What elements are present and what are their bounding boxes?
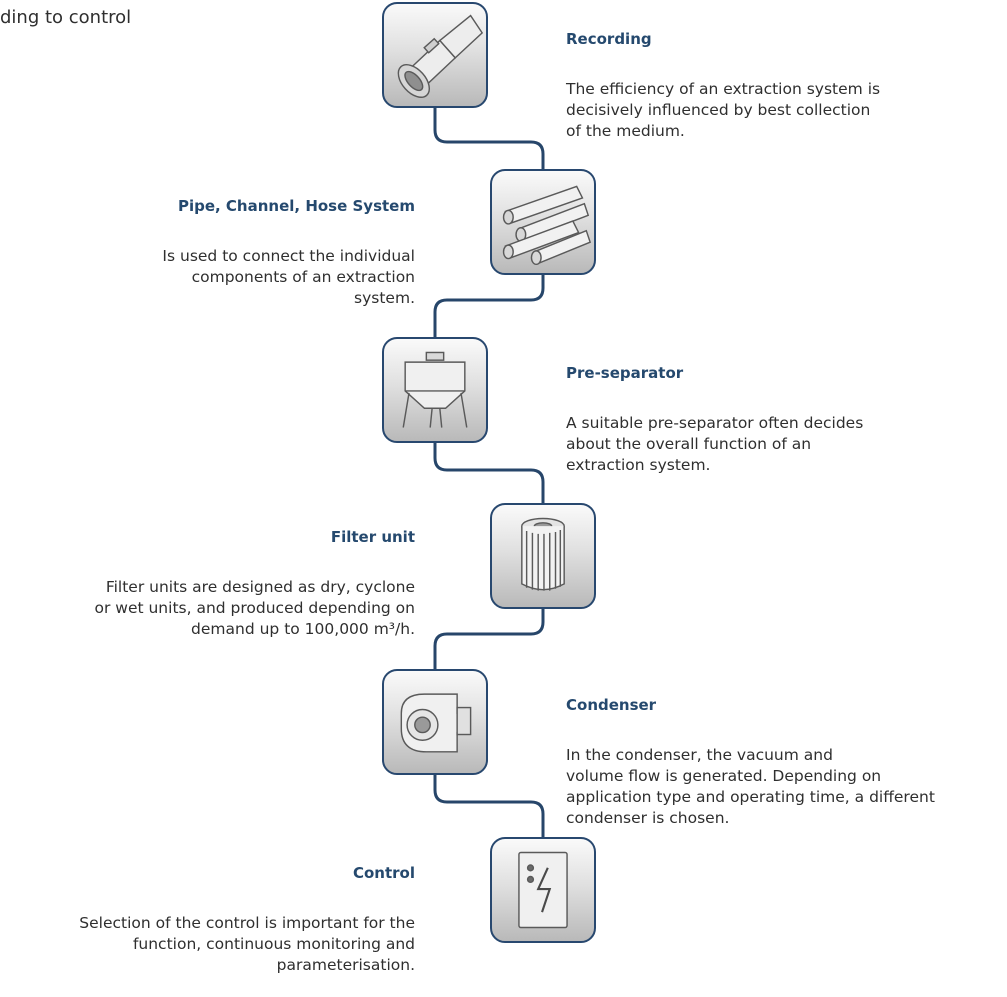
recording-description: Recording The efficiency of an extractio… [566, 8, 986, 163]
pipe-system-text: Is used to connect the individual compon… [162, 247, 415, 307]
intro-text: ding to control [0, 7, 132, 28]
filter-unit-text: Filter units are designed as dry, cyclon… [94, 578, 415, 638]
nozzle-icon [397, 14, 484, 98]
filter-unit-title: Filter unit [330, 528, 415, 546]
control-description: Control Selection of the control is impo… [0, 842, 415, 997]
recording-tile [382, 2, 488, 108]
condenser-description: Condenser In the condenser, the vacuum a… [566, 674, 996, 850]
pipes-icon [502, 185, 592, 266]
preseparator-description: Pre-separator A suitable pre-separator o… [566, 342, 986, 497]
preseparator-tile [382, 337, 488, 443]
condenser-title: Condenser [566, 696, 657, 714]
filter-unit-tile [490, 503, 596, 609]
control-tile [490, 837, 596, 943]
recording-title: Recording [566, 30, 652, 48]
control-cabinet-icon [518, 851, 568, 929]
pipe-system-title: Pipe, Channel, Hose System [177, 197, 415, 215]
filter-cartridge-icon [521, 517, 565, 591]
condenser-text: In the condenser, the vacuum and volume … [566, 746, 935, 827]
preseparator-text: A suitable pre-separator often decides a… [566, 414, 864, 474]
condenser-tile [382, 669, 488, 775]
silo-icon [402, 351, 468, 428]
filter-unit-description: Filter unit Filter units are designed as… [40, 506, 415, 661]
pipe-system-description: Pipe, Channel, Hose System Is used to co… [80, 175, 415, 330]
preseparator-title: Pre-separator [566, 364, 684, 382]
fan-blower-icon [400, 693, 472, 753]
control-title: Control [352, 864, 415, 882]
recording-text: The efficiency of an extraction system i… [566, 80, 881, 140]
pipe-system-tile [490, 169, 596, 275]
